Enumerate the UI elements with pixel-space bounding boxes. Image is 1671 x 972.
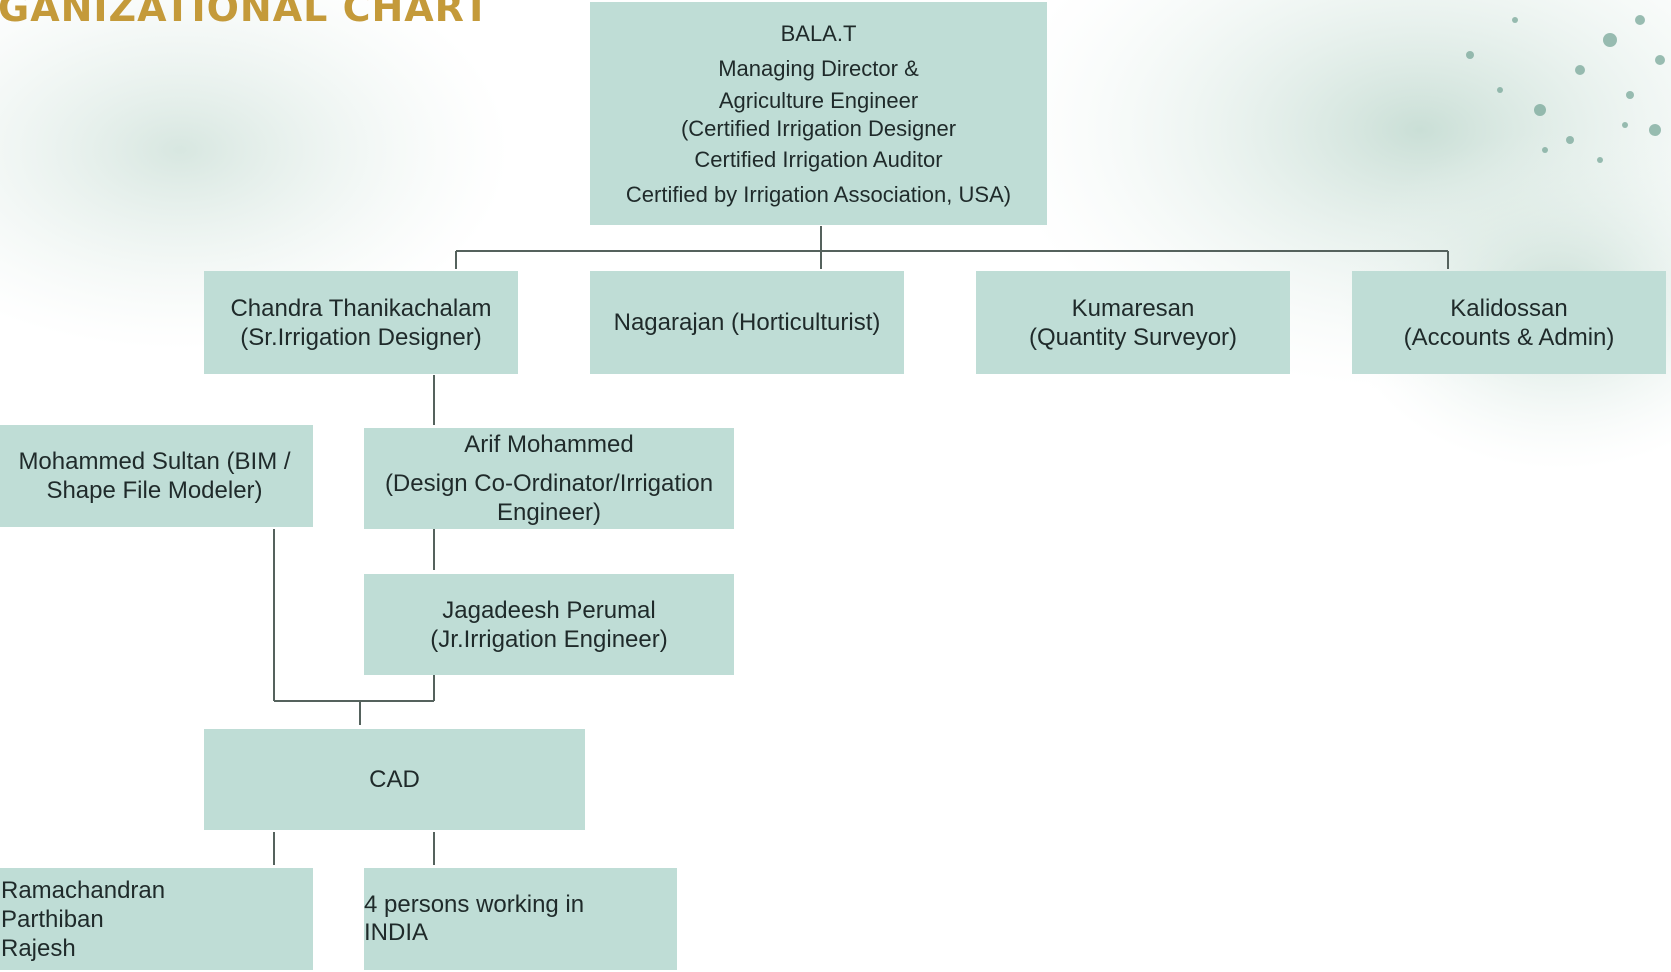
node-chandra: Chandra Thanikachalam (Sr.Irrigation Des…	[204, 271, 518, 374]
node-line: BALA.T	[780, 20, 857, 46]
node-line: Agriculture Engineer	[718, 87, 919, 113]
node-line: (Certified Irrigation Designer	[680, 115, 957, 141]
node-line: Nagarajan (Horticulturist)	[613, 309, 881, 336]
node-line: Parthiban	[1, 905, 104, 933]
node-jagadeesh: Jagadeesh Perumal (Jr.Irrigation Enginee…	[364, 574, 734, 675]
node-line: Mohammed Sultan (BIM /	[18, 448, 291, 475]
node-line: CAD	[369, 766, 420, 793]
node-cad-team-india: 4 persons working in INDIA	[364, 868, 677, 970]
node-cad-team-names: Ramachandran Parthiban Rajesh	[0, 868, 313, 970]
node-line: (Jr.Irrigation Engineer)	[430, 625, 668, 653]
node-line: Ramachandran	[1, 876, 166, 904]
node-line: (Design Co-Ordinator/Irrigation	[384, 470, 714, 497]
node-line: 4 persons working in	[364, 891, 585, 918]
node-line: Arif Mohammed	[464, 431, 634, 458]
node-kalidossan: Kalidossan (Accounts & Admin)	[1352, 271, 1666, 374]
page-title: GANIZATIONAL CHART	[0, 0, 491, 30]
node-line: Managing Director &	[718, 55, 919, 81]
node-sultan: Mohammed Sultan (BIM / Shape File Modele…	[0, 425, 313, 527]
node-line: Rajesh	[1, 934, 76, 962]
node-line: Chandra Thanikachalam	[230, 294, 492, 322]
node-line: INDIA	[364, 919, 429, 946]
node-line: Certified Irrigation Auditor	[694, 146, 943, 172]
node-line: (Sr.Irrigation Designer)	[240, 323, 482, 351]
node-managing-director: BALA.T Managing Director & Agriculture E…	[590, 2, 1047, 225]
node-line: Kalidossan	[1450, 294, 1568, 322]
node-line: Engineer)	[496, 499, 602, 526]
node-line: (Quantity Surveyor)	[1028, 323, 1238, 351]
node-line: Shape File Modeler)	[46, 477, 263, 504]
node-arif: Arif Mohammed (Design Co-Ordinator/Irrig…	[364, 428, 734, 529]
node-line: Jagadeesh Perumal	[442, 596, 656, 624]
node-line: (Accounts & Admin)	[1403, 323, 1615, 351]
node-nagarajan: Nagarajan (Horticulturist)	[590, 271, 904, 374]
node-kumaresan: Kumaresan (Quantity Surveyor)	[976, 271, 1290, 374]
node-line: Certified by Irrigation Association, USA…	[625, 181, 1012, 207]
node-cad: CAD	[204, 729, 585, 830]
node-line: Kumaresan	[1071, 294, 1195, 322]
